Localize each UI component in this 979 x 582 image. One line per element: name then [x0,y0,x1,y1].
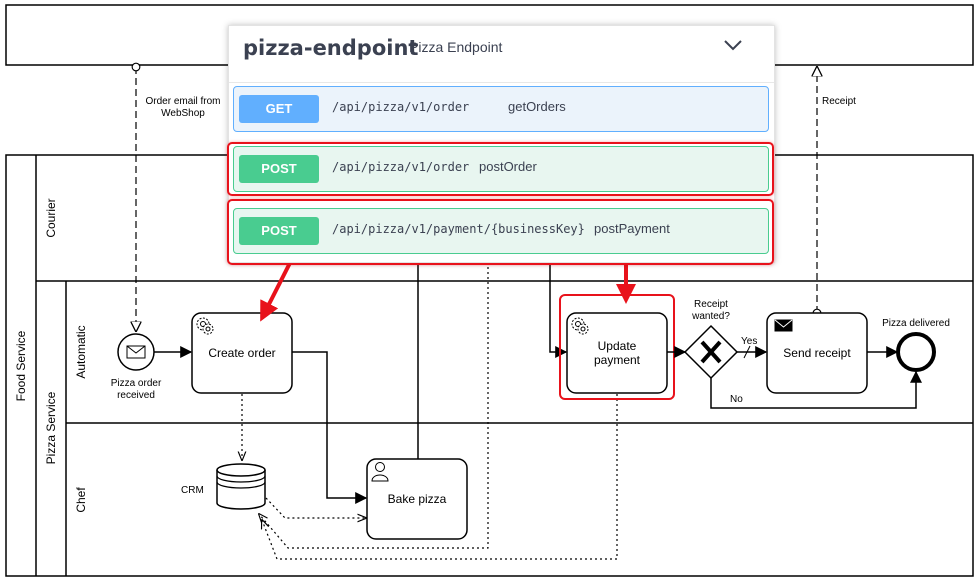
gateway-no-label: No [730,394,743,405]
user-icon [371,462,389,482]
task-update-payment-label-2: payment [594,353,641,367]
start-event-label-1: Pizza order [111,378,162,389]
operation-path: /api/pizza/v1/payment/{businessKey} [332,222,585,236]
message-flow-label-order-email: Order email from [145,96,220,107]
default-flow-marker [743,345,751,359]
task-send-receipt-label: Send receipt [783,346,851,360]
gateway-label-2: wanted? [691,311,730,322]
gear-icon [571,317,589,335]
operation-summary: getOrders [508,99,566,114]
gateway-label-1: Receipt [694,299,728,310]
crm-data-store[interactable] [216,463,266,510]
end-event[interactable] [896,332,936,372]
data-association [262,394,618,560]
crm-label: CRM [181,485,204,496]
chevron-down-icon[interactable] [723,38,743,52]
task-update-payment[interactable] [566,312,668,394]
task-create-order-label: Create order [208,346,275,360]
end-event-label: Pizza delivered [882,318,950,329]
api-panel: pizza-endpoint Pizza Endpoint GET /api/p… [227,25,775,265]
lane-label-automatic: Automatic [74,325,88,378]
gateway-yes-label: Yes [741,336,757,347]
api-subtitle: Pizza Endpoint [409,39,503,55]
operation-post-payment[interactable]: POST /api/pizza/v1/payment/{businessKey}… [233,208,769,254]
lane-label-chef: Chef [74,487,88,513]
x-icon [700,340,722,364]
lane-label-pizza-service: Pizza Service [44,391,58,464]
task-bake-pizza[interactable] [366,458,468,540]
operation-summary: postPayment [594,221,670,236]
task-update-payment-label-1: Update [598,339,637,353]
highlight-post-payment [227,199,774,265]
message-flow-label-receipt: Receipt [822,96,856,107]
method-badge: POST [239,155,319,183]
start-event-label-2: received [117,390,155,401]
gear-icon [196,317,214,335]
task-send-receipt[interactable] [766,312,868,394]
sequence-flow-no [710,370,922,409]
task-create-order[interactable] [191,312,293,394]
api-header[interactable]: pizza-endpoint Pizza Endpoint [229,26,774,83]
api-title: pizza-endpoint [243,36,419,60]
envelope-icon [126,345,146,359]
highlight-post-order [227,142,774,196]
operation-path: /api/pizza/v1/order [332,100,470,114]
data-association [265,497,366,518]
operation-post-order[interactable]: POST /api/pizza/v1/order postOrder [233,146,769,192]
operation-path: /api/pizza/v1/order [332,160,470,174]
data-association [259,262,489,549]
method-badge: POST [239,217,319,245]
pool-label: Food Service [14,330,28,401]
envelope-icon [774,319,793,332]
message-flow-label-webshop: WebShop [161,108,205,119]
lane-label-courier: Courier [44,198,58,237]
operation-summary: postOrder [479,159,537,174]
sequence-flow [292,351,368,504]
task-bake-pizza-label: Bake pizza [388,492,447,506]
method-badge: GET [239,95,319,123]
operation-get-orders[interactable]: GET /api/pizza/v1/order getOrders [233,86,769,132]
